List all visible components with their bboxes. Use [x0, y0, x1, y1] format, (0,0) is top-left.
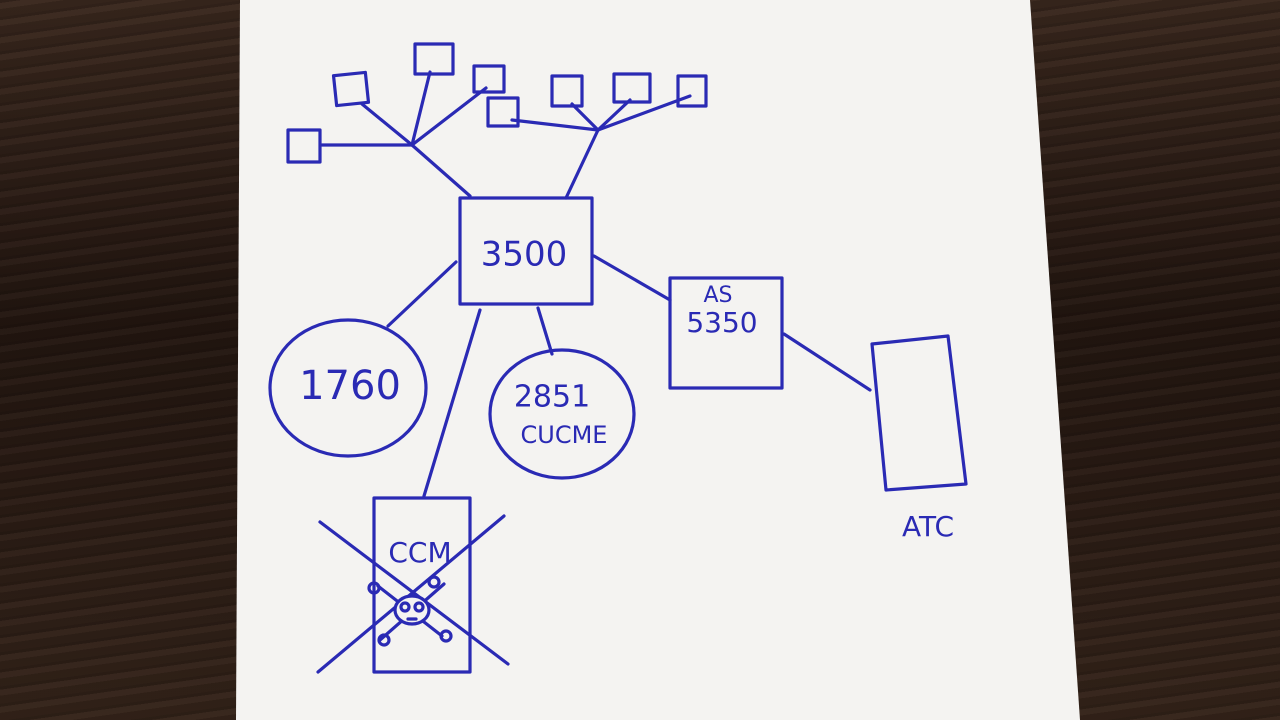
- right-phone-branch: [510, 94, 692, 200]
- ccm-cross-line-2: [316, 514, 506, 674]
- ccm-box: [372, 496, 472, 674]
- router-2851-model-label: 2851: [514, 380, 590, 415]
- link-switch-as5350: [592, 254, 672, 302]
- link-switch-ccm: [422, 308, 482, 498]
- switch-3500-box: [458, 196, 594, 306]
- router-1760-label: 1760: [299, 363, 401, 409]
- ip-phone-4: [472, 64, 506, 94]
- router-1760-circle: [268, 318, 428, 458]
- atc-box: [870, 334, 968, 492]
- router-2851-circle: [488, 348, 636, 480]
- left-phone-branch: [320, 70, 488, 198]
- link-as5350-atc: [782, 332, 872, 392]
- atc-label: ATC: [902, 510, 954, 543]
- ip-phone-2: [331, 70, 371, 108]
- link-switch-2851: [536, 306, 554, 356]
- ip-phone-8: [676, 74, 708, 108]
- ccm-label: CCM: [388, 536, 451, 569]
- link-switch-1760: [386, 260, 458, 328]
- gateway-label-line1: AS: [703, 283, 732, 308]
- ip-phone-6: [550, 74, 584, 108]
- ip-phone-1: [286, 128, 322, 164]
- ink-drawing: [268, 42, 968, 674]
- gateway-as5350-box: [668, 276, 784, 390]
- ip-phone-5: [486, 96, 520, 128]
- gateway-label-line2: 5350: [686, 306, 757, 339]
- skull-crossbones-icon: [367, 575, 453, 647]
- ip-phone-7: [612, 72, 652, 104]
- paper-sheet: [236, 0, 1080, 720]
- ip-phone-3: [413, 42, 455, 76]
- router-2851-role-label: CUCME: [521, 421, 608, 449]
- switch-label: 3500: [481, 235, 568, 275]
